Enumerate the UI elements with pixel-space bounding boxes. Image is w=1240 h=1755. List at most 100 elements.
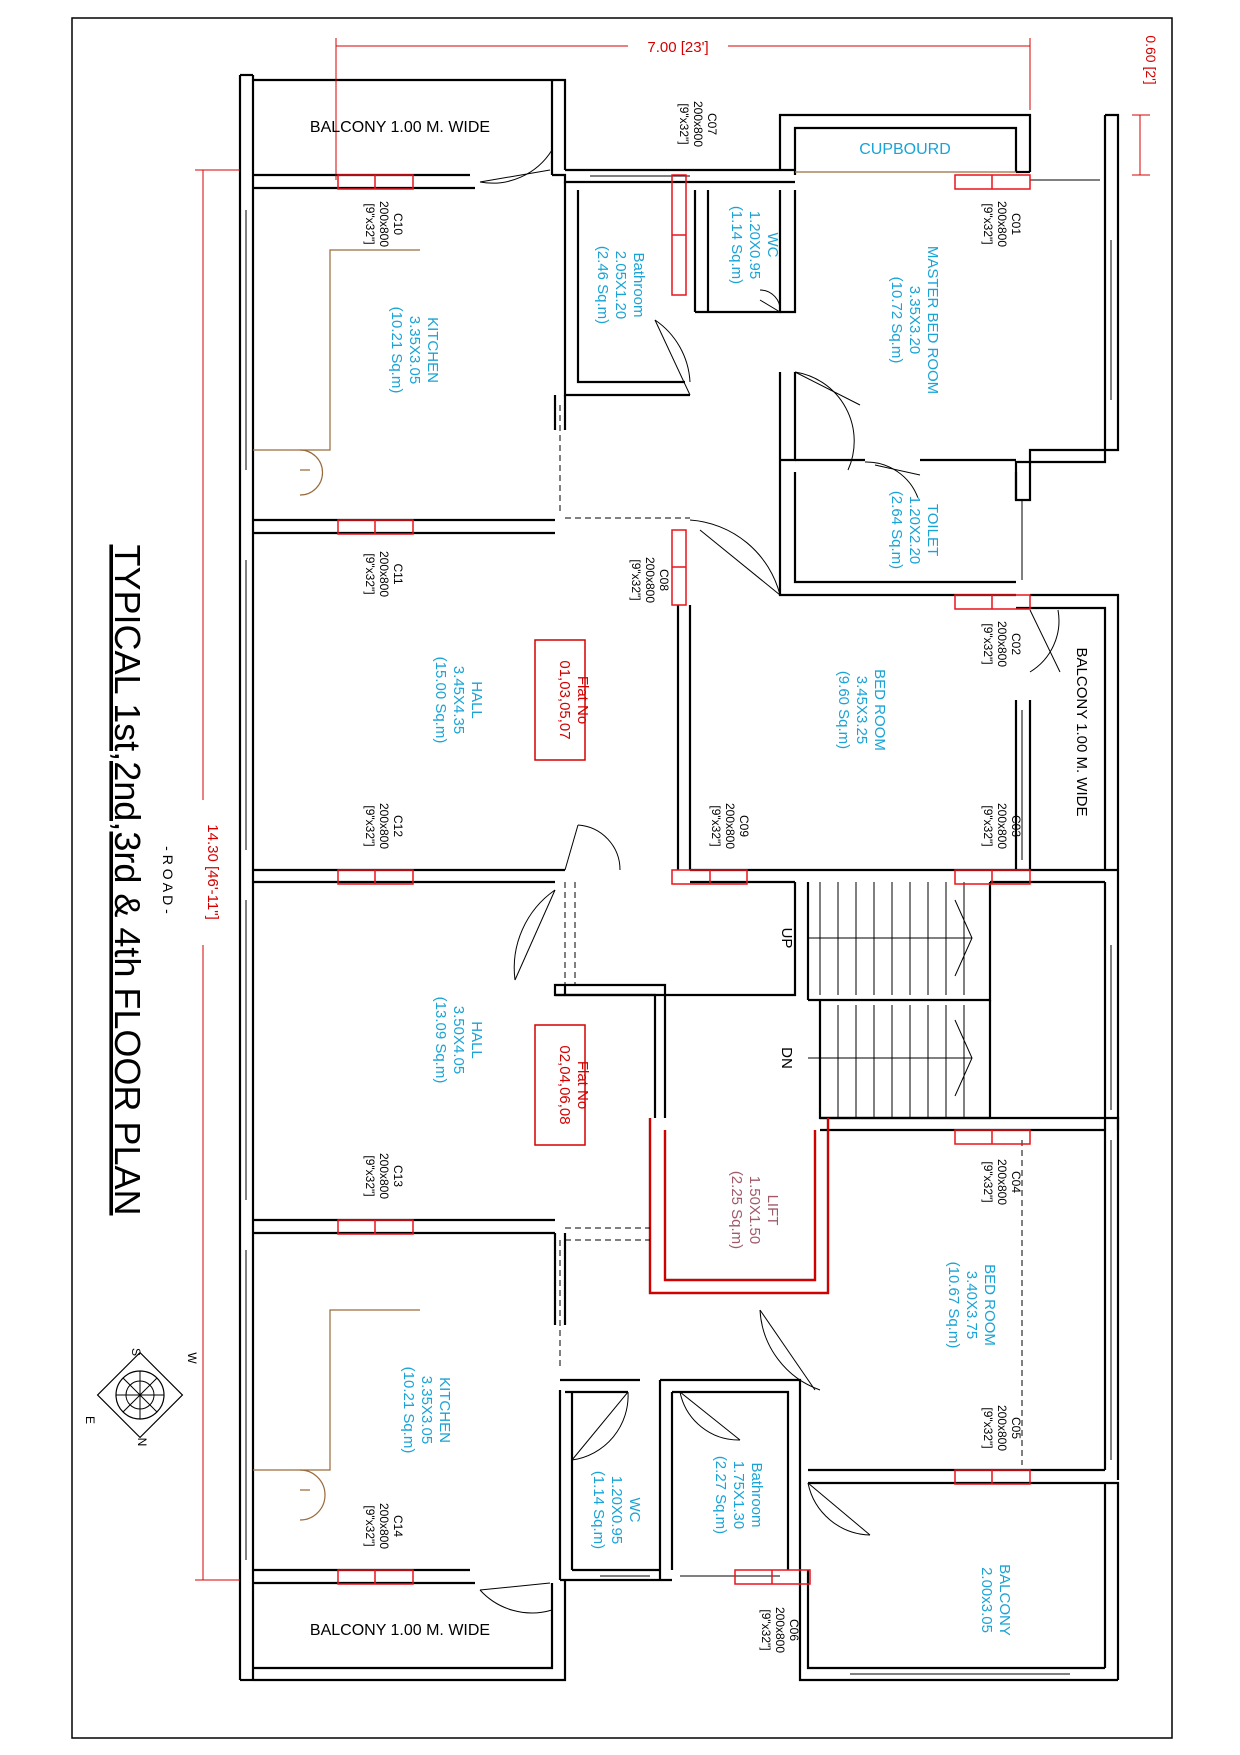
column-c03-imperial: [9"x32"] — [981, 805, 995, 846]
flat-boxes — [534, 639, 586, 1146]
compass-n: N — [135, 1438, 149, 1447]
kitchen-2-area: (10.21 Sq.m) — [400, 1367, 417, 1454]
width-dimension: 7.00 [23'] — [647, 39, 708, 56]
lift-shaft — [648, 1118, 830, 1295]
column-c06-size: 200x800 — [773, 1607, 787, 1653]
dimension-lines — [195, 38, 1150, 1581]
balcony-bottom-label: BALCONY 1.00 M. WIDE — [310, 1622, 490, 1639]
column-c01-id: C01 — [1009, 213, 1023, 235]
length-dimension: 14.30 [46'-11"] — [204, 824, 221, 919]
road-label: - R O A D - — [160, 846, 176, 914]
column-c11-id: C11 — [391, 563, 405, 584]
compass-letters: W S E N — [83, 1348, 199, 1446]
column-c07-imperial: [9"x32"] — [677, 103, 691, 144]
kitchen-1-size: 3.35X3.05 — [406, 316, 423, 384]
column-c08-id: C08 — [657, 569, 671, 591]
hall-2-name: HALL — [468, 1021, 485, 1059]
bedroom-2-size: 3.40X3.75 — [963, 1271, 980, 1339]
stair-up-label: UP — [778, 928, 795, 949]
column-c10-size: 200x800 — [377, 201, 391, 247]
bathroom-1-size: 2.05X1.20 — [612, 251, 629, 319]
column-c04-imperial: [9"x32"] — [981, 1161, 995, 1202]
hall-2-area: (13.09 Sq.m) — [432, 997, 449, 1084]
cupboard-label: CUPBOURD — [859, 141, 951, 158]
column-c12-imperial: [9"x32"] — [363, 805, 377, 846]
bathroom-1-name: Bathroom — [630, 252, 647, 317]
master-bedroom-size: 3.35X3.20 — [906, 286, 923, 354]
column-c10-id: C10 — [391, 213, 405, 235]
column-c03-id: C03 — [1009, 815, 1023, 837]
flat-2-numbers: 02,04,06,08 — [556, 1045, 573, 1124]
column-c11-size: 200x800 — [377, 551, 391, 597]
wc-1-size: 1.20X0.95 — [746, 211, 763, 279]
column-c06-imperial: [9"x32"] — [759, 1609, 773, 1650]
column-c01-size: 200x800 — [995, 201, 1009, 247]
sheet-border — [71, 17, 1173, 1739]
lift-name: LIFT — [764, 1195, 781, 1226]
column-c09-size: 200x800 — [723, 803, 737, 849]
column-c13-imperial: [9"x32"] — [363, 1155, 377, 1196]
hall-1-area: (15.00 Sq.m) — [432, 657, 449, 744]
column-c12-size: 200x800 — [377, 803, 391, 849]
lift-size: 1.50X1.50 — [746, 1176, 763, 1244]
stair-down-label: DN — [778, 1047, 795, 1069]
column-c11-imperial: [9"x32"] — [363, 553, 377, 594]
column-c04-id: C04 — [1009, 1171, 1023, 1193]
kitchen-2-size: 3.35X3.05 — [418, 1376, 435, 1444]
balcony-right-label: BALCONY 1.00 M. WIDE — [1073, 648, 1090, 817]
column-c12-id: C12 — [391, 815, 405, 837]
column-c08-size: 200x800 — [643, 557, 657, 603]
columns — [337, 174, 1031, 1585]
column-c01-imperial: [9"x32"] — [981, 203, 995, 244]
compass-icon — [96, 1351, 184, 1439]
column-c09-imperial: [9"x32"] — [709, 805, 723, 846]
column-c05-imperial: [9"x32"] — [981, 1407, 995, 1448]
flat-1-numbers: 01,03,05,07 — [556, 660, 573, 739]
bedroom-1-area: (9.60 Sq.m) — [835, 671, 852, 749]
column-c14-imperial: [9"x32"] — [363, 1505, 377, 1546]
column-c07-id: C07 — [705, 113, 719, 135]
master-bedroom-name: MASTER BED ROOM — [924, 246, 941, 394]
column-c10-imperial: [9"x32"] — [363, 203, 377, 244]
column-c05-id: C05 — [1009, 1417, 1023, 1439]
plan-title: TYPICAL 1st,2nd,3rd & 4th FLOOR PLAN — [107, 545, 148, 1216]
bathroom-2-size: 1.75X1.30 — [730, 1461, 747, 1529]
balcony-top-label: BALCONY 1.00 M. WIDE — [310, 119, 490, 136]
column-c05-size: 200x800 — [995, 1405, 1009, 1451]
column-c06-id: C06 — [787, 1619, 801, 1641]
column-c02-size: 200x800 — [995, 621, 1009, 667]
column-c02-imperial: [9"x32"] — [981, 623, 995, 664]
column-c03-size: 200x800 — [995, 803, 1009, 849]
wc-1-area: (1.14 Sq.m) — [728, 206, 745, 284]
hall-1-size: 3.45X4.35 — [450, 666, 467, 734]
column-c13-id: C13 — [391, 1165, 405, 1187]
hall-1-name: HALL — [468, 681, 485, 719]
column-c13-size: 200x800 — [377, 1153, 391, 1199]
offset-dimension: 0.60 [2'] — [1143, 35, 1159, 84]
wc-2-size: 1.20X0.95 — [608, 1476, 625, 1544]
compass-s: S — [129, 1348, 143, 1356]
openings — [559, 405, 1023, 1465]
bathroom-1-area: (2.46 Sq.m) — [594, 246, 611, 324]
column-c14-size: 200x800 — [377, 1503, 391, 1549]
flat-2-label: Flat No — [574, 1061, 591, 1109]
hall-2-size: 3.50X4.05 — [450, 1006, 467, 1074]
column-c07-size: 200x800 — [691, 101, 705, 147]
kitchen-1-name: KITCHEN — [424, 317, 441, 383]
compass-e: E — [83, 1416, 97, 1424]
bedroom-2-area: (10.67 Sq.m) — [945, 1262, 962, 1349]
toilet-area: (2.64 Sq.m) — [888, 491, 905, 569]
balcony-br-size: 2.00x3.05 — [978, 1567, 995, 1633]
master-bedroom-area: (10.72 Sq.m) — [888, 277, 905, 364]
bathroom-2-area: (2.27 Sq.m) — [712, 1456, 729, 1534]
wc-2-name: WC — [626, 1498, 643, 1523]
column-c09-id: C09 — [737, 815, 751, 837]
column-c14-id: C14 — [391, 1515, 405, 1537]
staircase — [808, 882, 973, 1118]
flat-1-label: Flat No — [574, 676, 591, 724]
toilet-size: 1.20X2.20 — [906, 496, 923, 564]
kitchen-2-name: KITCHEN — [436, 1377, 453, 1443]
kitchen-counters — [253, 171, 1016, 1521]
column-labels: C01 200x800 [9"x32"] C02 200x800 [9"x32"… — [363, 101, 1023, 1653]
